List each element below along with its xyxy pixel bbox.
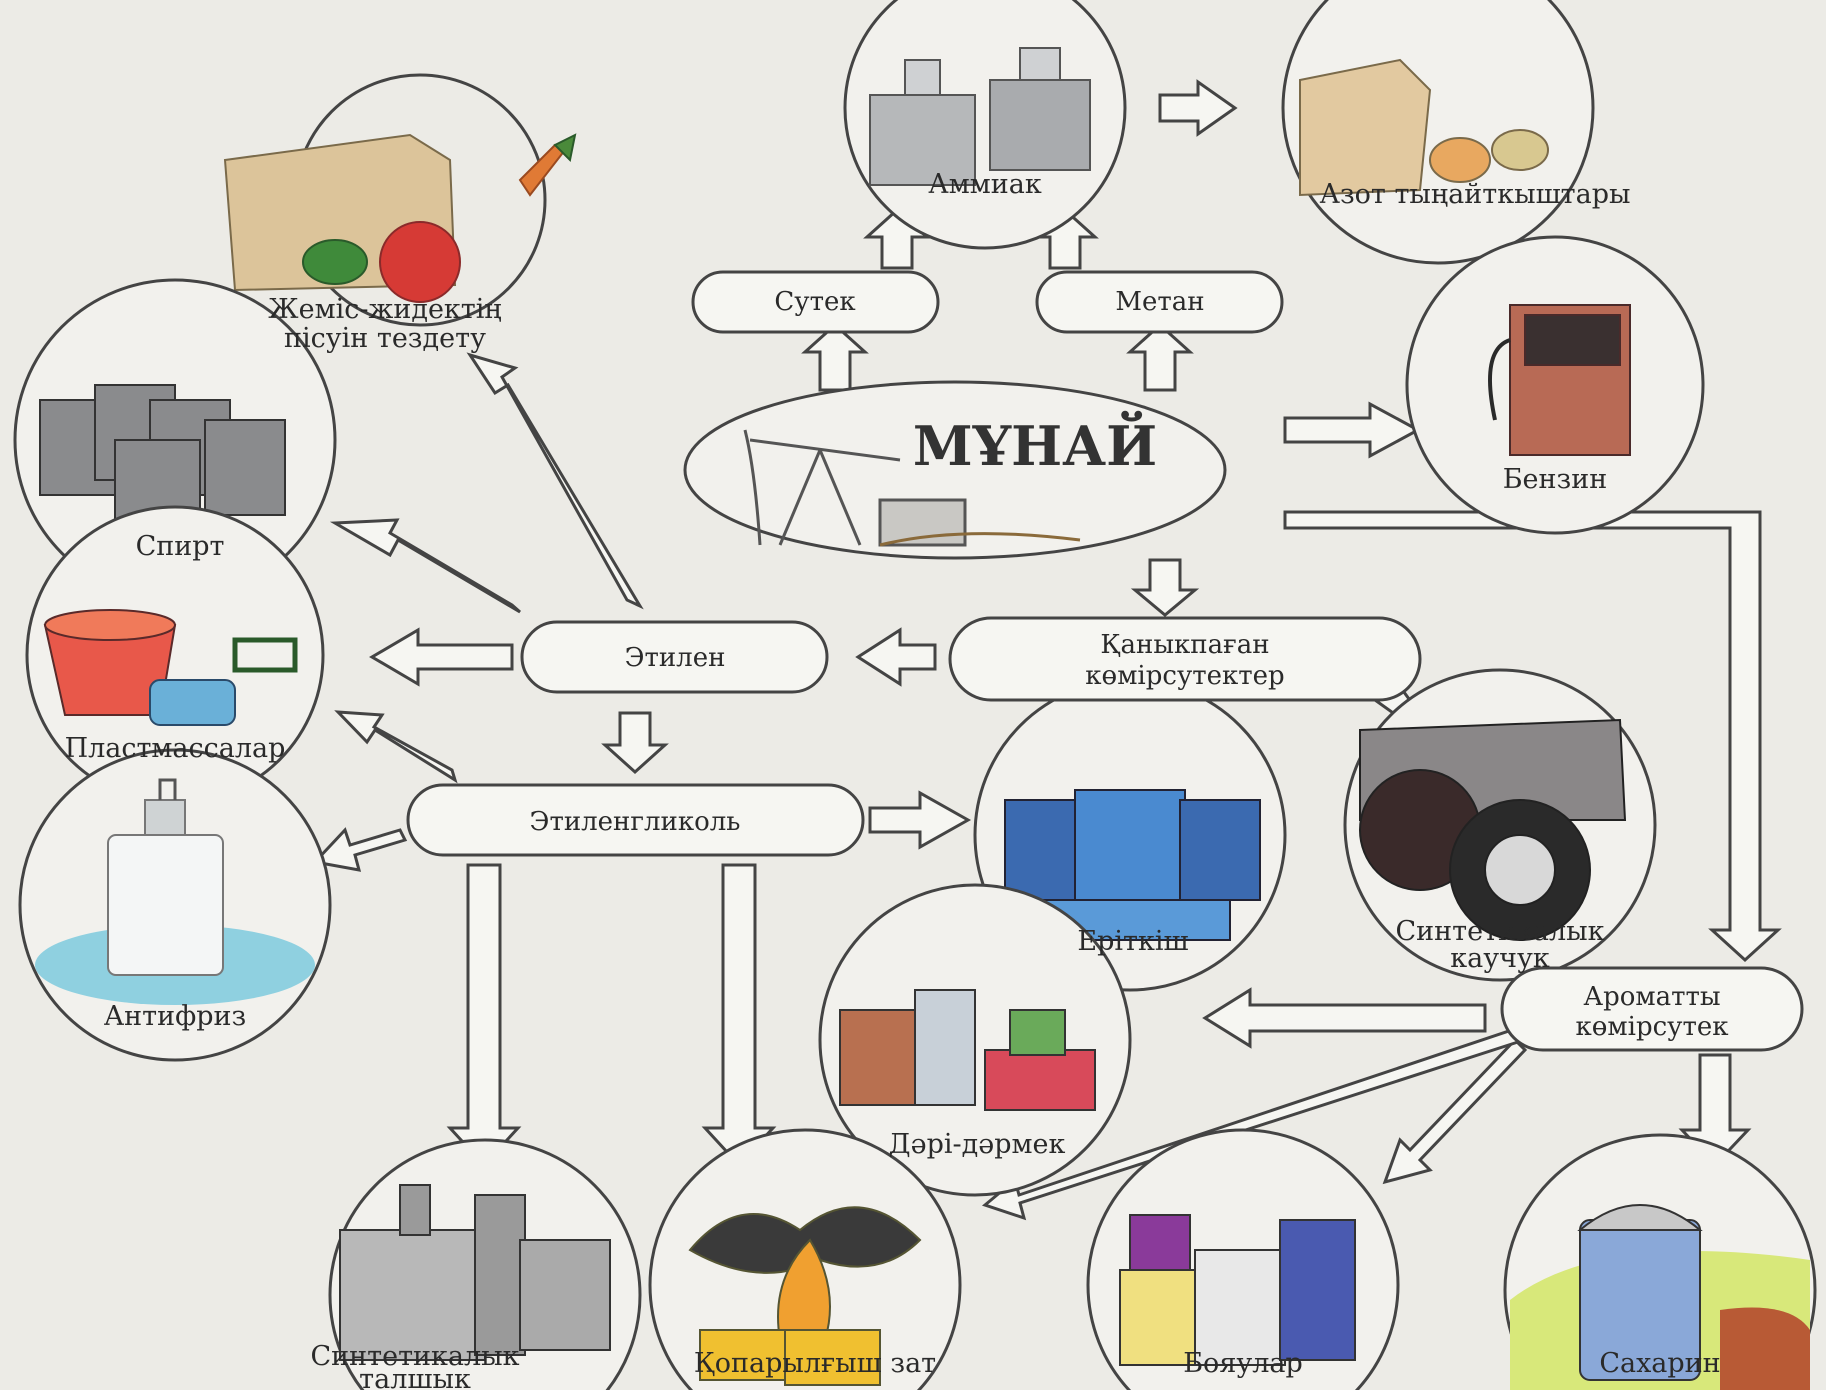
label-kanykpagan-1: Қаныкпаған	[1100, 630, 1269, 660]
center-munai: МҰНАЙ	[683, 380, 1227, 560]
label-aromatty-2: көмірсутек	[1576, 1012, 1729, 1042]
product-talshyk	[328, 1138, 642, 1390]
center-title: МҰНАЙ	[913, 410, 1157, 478]
arrow-munai-to-kanykpagan	[1130, 558, 1200, 617]
arrow-etilenglikol-to-antifriz	[312, 827, 408, 872]
product-plastmassalar	[25, 505, 325, 805]
label-koparylgysh: Қопарылғыш зат	[694, 1348, 936, 1379]
product-ammiak	[843, 0, 1127, 250]
box-metan	[1035, 270, 1284, 334]
arrow-etilenglikol-to-talshyk	[446, 863, 522, 1168]
label-sutek: Сутек	[774, 287, 855, 317]
product-saharin	[1503, 1133, 1817, 1390]
arrow-etilenglikol-to-plast	[334, 710, 458, 784]
product-zhemis	[223, 73, 577, 327]
arrow-munai-to-benzin	[1283, 401, 1422, 459]
label-plastmassalar: Пластмассалар	[65, 733, 286, 764]
vegetable-sack-icon	[223, 133, 577, 303]
label-aromatty-1: Ароматты	[1583, 982, 1720, 1012]
arrow-ammiak-to-azot	[1158, 79, 1238, 137]
bucket-shovel-icon	[43, 609, 298, 726]
factory-icon	[339, 1184, 611, 1361]
label-saharin: Сахарин	[1599, 1348, 1720, 1379]
oil-pumpjack-icon	[743, 429, 1081, 547]
label-eritkish: Еріткіш	[1077, 926, 1188, 957]
box-etilenglikol	[406, 783, 865, 857]
product-spirt	[13, 278, 337, 602]
label-azot: Азот тыңайткыштары	[1320, 179, 1631, 210]
explosion-icon	[688, 1206, 922, 1386]
arrow-etilen-to-etilenglikol	[601, 711, 669, 775]
arrow-munai-to-aromatty	[1283, 510, 1782, 963]
bottle-icon	[35, 778, 315, 1005]
product-kauchuk	[1343, 668, 1657, 982]
label-zhemis-1: Жеміс-жидектің	[268, 294, 501, 325]
label-boyaular: Бояулар	[1183, 1348, 1303, 1379]
fertilizer-sack-icon	[1299, 58, 1549, 197]
product-antifriz	[18, 748, 332, 1062]
label-ammiak: Аммиак	[928, 169, 1042, 200]
product-benzin	[1405, 235, 1705, 535]
box-kanykpagan	[948, 616, 1422, 702]
label-antifriz: Антифриз	[104, 1001, 247, 1032]
box-sutek	[691, 270, 940, 334]
arrow-kanykpagan-to-etilen	[855, 627, 937, 687]
label-kauchuk-1: Синтетикалык	[1396, 916, 1605, 947]
arrow-etilen-to-plast	[369, 627, 514, 687]
arrow-etilenglikol-to-eritkish	[868, 790, 972, 850]
label-metan: Метан	[1115, 287, 1204, 317]
arrow-etilen-to-zhemis	[466, 352, 644, 610]
label-etilen: Этилен	[625, 643, 726, 673]
label-kanykpagan-2: көмірсутектер	[1085, 661, 1284, 691]
label-zhemis-2: пісуін тездету	[284, 323, 486, 354]
product-dari	[818, 883, 1132, 1197]
fuel-pump-icon	[1488, 304, 1631, 456]
product-koparylgysh	[648, 1128, 962, 1390]
arrow-aromatty-to-dari	[1202, 987, 1487, 1049]
label-dari: Дәрі-дәрмек	[889, 1129, 1066, 1160]
label-benzin: Бензин	[1503, 464, 1608, 495]
arrow-etilen-to-spirt	[329, 518, 521, 614]
arrow-etilenglikol-to-koparylgysh	[701, 863, 777, 1168]
box-aromatty	[1500, 966, 1804, 1052]
label-spirt: Спирт	[136, 531, 225, 562]
medicine-icon	[839, 989, 1096, 1111]
product-boyaular	[1086, 1128, 1400, 1390]
arrow-munai-to-metan	[1126, 322, 1194, 392]
paint-cans-icon	[1119, 1214, 1356, 1366]
label-kauchuk-2: каучук	[1450, 943, 1550, 974]
product-azot	[1281, 0, 1595, 265]
sugar-dispenser-icon	[1510, 1204, 1810, 1390]
arrow-munai-to-sutek	[801, 322, 869, 392]
barrels-icon	[39, 384, 286, 541]
box-etilen	[520, 620, 829, 694]
label-talshyk-1: Синтетикалык	[311, 1341, 520, 1372]
label-etilenglikol: Этиленгликоль	[530, 807, 741, 837]
arrow-aromatty-to-saharin	[1678, 1053, 1752, 1168]
milk-cans-icon	[869, 47, 1091, 186]
canisters-icon	[1004, 789, 1261, 941]
tires-icon	[1359, 718, 1627, 941]
label-talshyk-2: талшык	[359, 1364, 471, 1390]
arrow-aromatty-to-boyaular	[1382, 1037, 1528, 1185]
